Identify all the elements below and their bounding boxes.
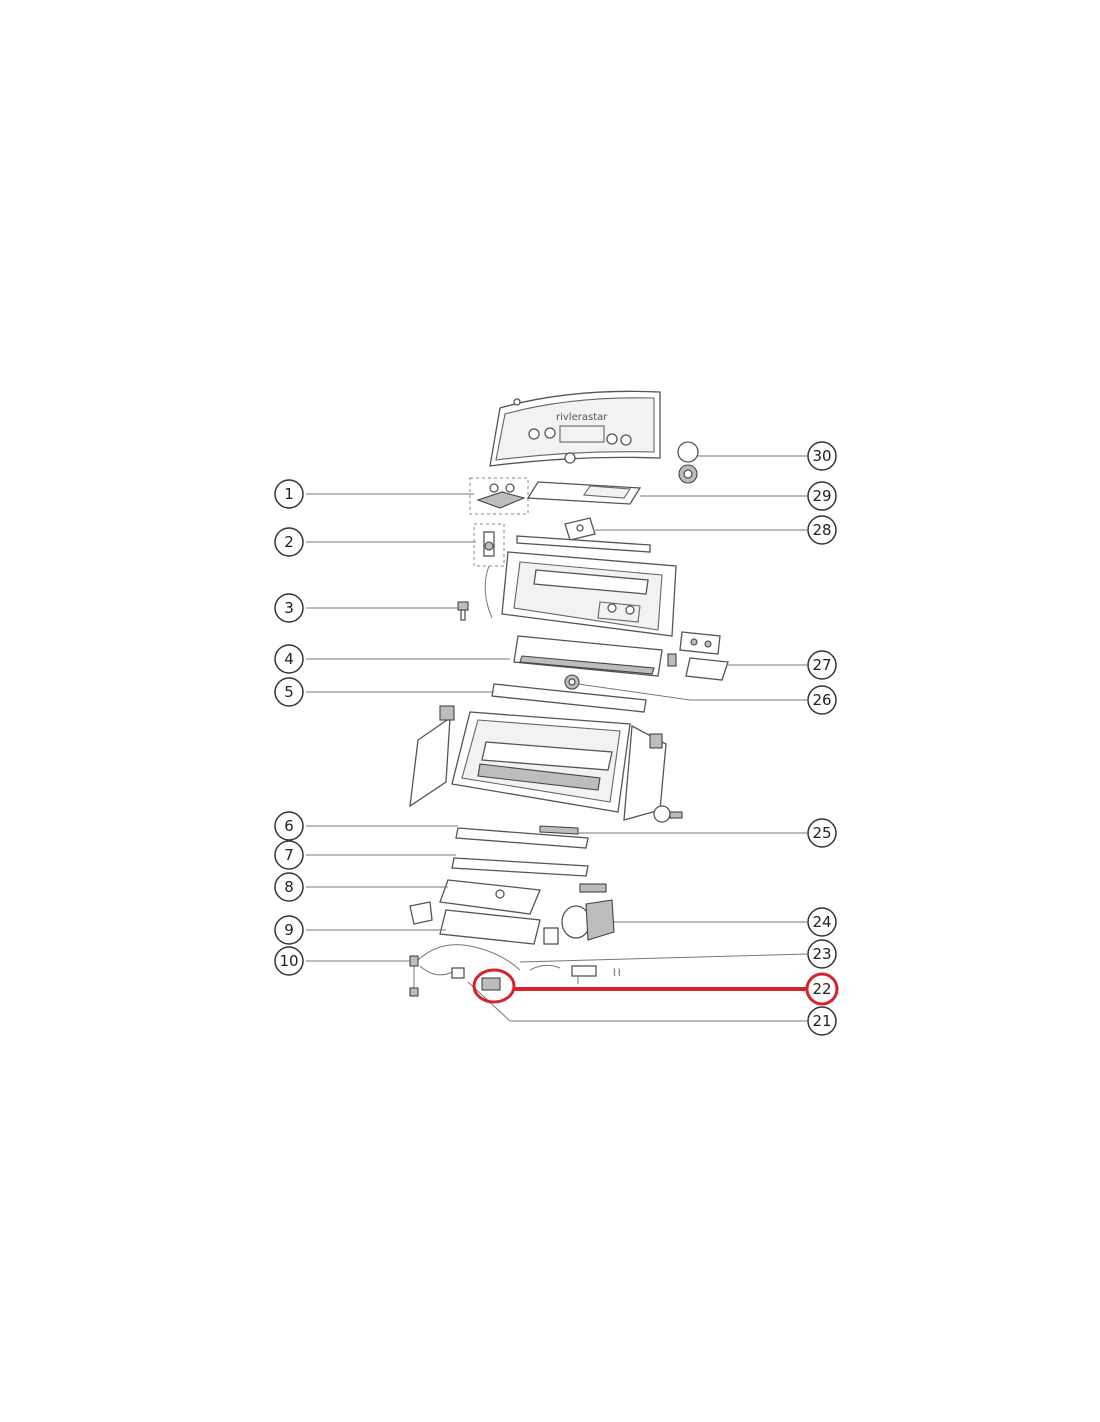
button-set-part <box>469 477 529 515</box>
lower-seal-bars <box>451 827 589 877</box>
svg-text:⌇⌇: ⌇⌇ <box>612 968 622 979</box>
svg-text:30: 30 <box>812 447 831 465</box>
callout-6: 6 <box>274 811 304 841</box>
svg-text:8: 8 <box>284 878 294 896</box>
svg-text:5: 5 <box>284 683 294 701</box>
svg-text:28: 28 <box>812 521 831 539</box>
svg-text:25: 25 <box>812 824 831 842</box>
brand-logo-text: rivlerastar <box>556 412 608 423</box>
callout-8: 8 <box>274 872 304 902</box>
svg-text:9: 9 <box>284 921 294 939</box>
svg-text:2: 2 <box>284 533 294 551</box>
svg-text:27: 27 <box>812 656 831 674</box>
callout-29: 29 <box>807 481 837 511</box>
lower-body <box>409 705 683 823</box>
bottom-plates <box>409 879 607 945</box>
callout-30: 30 <box>807 441 837 471</box>
hose-and-wiring-parts: ⌇⌇ <box>409 944 622 997</box>
callouts: 1 2 3 4 5 6 7 8 9 10 21 22 23 24 25 <box>274 441 839 1036</box>
callout-27: 27 <box>807 650 837 680</box>
sensor-part <box>473 523 505 619</box>
svg-text:3: 3 <box>284 599 294 617</box>
top-cover-panel: rivlerastar <box>489 390 661 467</box>
highlight-part-22 <box>472 968 806 1004</box>
svg-text:6: 6 <box>284 817 294 835</box>
valve-part <box>564 674 580 690</box>
callout-7: 7 <box>274 840 304 870</box>
knob-cap-part <box>677 441 699 484</box>
callout-23: 23 <box>807 939 837 969</box>
svg-text:29: 29 <box>812 487 831 505</box>
svg-text:26: 26 <box>812 691 831 709</box>
callout-10: 10 <box>274 946 304 976</box>
callout-21: 21 <box>807 1006 837 1036</box>
heating-element-part <box>539 825 579 835</box>
callout-24: 24 <box>807 907 837 937</box>
callout-2: 2 <box>274 527 304 557</box>
callout-1: 1 <box>274 479 304 509</box>
callout-28: 28 <box>807 515 837 545</box>
callout-9: 9 <box>274 915 304 945</box>
callout-3: 3 <box>274 593 304 623</box>
screw-part <box>457 601 469 621</box>
callout-25: 25 <box>807 818 837 848</box>
upper-housing <box>501 535 677 637</box>
svg-text:4: 4 <box>284 650 294 668</box>
callout-4: 4 <box>274 644 304 674</box>
circuit-board-part <box>526 481 642 505</box>
callout-5: 5 <box>274 677 304 707</box>
callout-22: 22 <box>805 972 839 1006</box>
svg-text:7: 7 <box>284 846 294 864</box>
svg-text:21: 21 <box>812 1012 831 1030</box>
callout-26: 26 <box>807 685 837 715</box>
gasket-part <box>513 635 663 677</box>
svg-text:10: 10 <box>279 952 298 970</box>
vacuum-pump-part <box>543 899 615 945</box>
svg-text:23: 23 <box>812 945 831 963</box>
svg-text:1: 1 <box>284 485 294 503</box>
lock-assembly-part <box>667 631 729 681</box>
bracket-part <box>564 517 596 541</box>
svg-text:24: 24 <box>812 913 831 931</box>
svg-text:22: 22 <box>812 980 831 998</box>
